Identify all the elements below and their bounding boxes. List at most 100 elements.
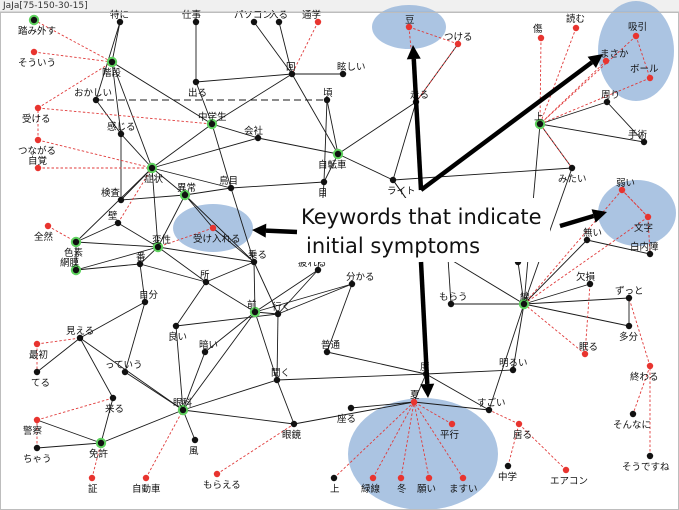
node-label-hairu: 入る (269, 10, 288, 21)
annotation-line-1: Keywords that indicate (301, 205, 542, 229)
edge-do-akarui (425, 369, 514, 375)
node-gankyou: 眼鏡 (282, 420, 302, 441)
node-chau: ちゃう (23, 444, 52, 465)
annotation-line-2: initial symptoms (306, 234, 480, 258)
node-ganka: 眼科 (173, 397, 193, 416)
node-dot-moraeru (213, 470, 221, 478)
edge-fumihazusu-kaidan (33, 19, 113, 63)
node-label-akarui: 明るい (499, 358, 528, 369)
node-label-torime: 鳥目 (219, 175, 238, 187)
node-dot-jou (330, 474, 338, 482)
node-dot-negai (425, 474, 433, 482)
node-label-masaka: まさか (600, 49, 629, 60)
node-dot-jikaku (34, 164, 42, 172)
callout-arrow-shaft (419, 60, 594, 192)
node-dot-itteiu (121, 368, 129, 376)
node-label-jou: 上 (330, 484, 340, 495)
node-dot-muri (583, 236, 591, 244)
edge-eakon-iru (518, 423, 567, 471)
node-kizu: 傷 (533, 23, 545, 42)
node-label-yomu: 読む (566, 13, 585, 25)
node-akashi: 証 (88, 474, 98, 495)
node-dot-iku (274, 310, 282, 318)
edge-hashiru-raito (392, 101, 417, 181)
node-torime: 鳥目 (219, 175, 238, 192)
edge-tokoro-mae (205, 281, 256, 313)
node-kai: 回 (286, 62, 296, 78)
node-dot-shigoto (192, 18, 200, 26)
node-kanjiru: 感じる (107, 121, 136, 138)
callout-arrow-shaft (265, 228, 298, 235)
edge-ryokusen-natsu (372, 401, 415, 479)
edge-kiku-do (276, 373, 427, 381)
node-ryokusen: 緑線 (361, 474, 381, 495)
node-label-shoujou: 症状 (144, 173, 164, 185)
node-dot-fuyu (397, 474, 405, 482)
node-dot-soudesune (646, 452, 654, 460)
node-heikou: 平行 (440, 420, 460, 441)
node-label-tsunagaru: つながる (18, 145, 56, 157)
node-dot-mame (405, 23, 413, 31)
node-label-kiku: 聞く (271, 368, 290, 379)
node-shujutsu: 手術 (628, 129, 648, 146)
node-jidousha: 自動車 (132, 474, 161, 495)
edge-itteiu-ganka (124, 371, 184, 411)
node-label-noru: 乗る (248, 249, 267, 261)
node-label-moji: 文字 (634, 222, 653, 234)
edge-natsu-sugoi (413, 401, 490, 411)
callout-arrow-head (252, 223, 267, 238)
node-dot-kaidan (108, 58, 116, 66)
edge-sen-tsurai (517, 261, 525, 305)
edge-ganka-mae (182, 311, 256, 411)
node-dot-shoujou (148, 164, 156, 172)
callout-arrow-head (420, 383, 435, 398)
edge-ue-shujutsu (539, 123, 645, 143)
node-natsu: 夏 (410, 390, 420, 406)
node-label-chuugaku: 中学 (498, 471, 517, 483)
callout-arrow-1 (406, 45, 424, 191)
node-dot-natsu (410, 398, 418, 406)
node-label-hashiru: 走る (410, 90, 429, 101)
callout-arrow-shaft (418, 261, 430, 385)
node-sen: 線 (518, 291, 530, 310)
edge-heikou-natsu (413, 401, 453, 425)
node-dot-moumaku (72, 266, 80, 274)
node-mitai: みたい (558, 164, 587, 185)
node-label-kaisha: 会社 (244, 125, 264, 137)
node-label-mae: 前 (247, 299, 257, 311)
node-nemuru: 眠る (579, 342, 598, 358)
node-dot-tokuni (116, 18, 124, 26)
edge-jidousha-ganka (145, 409, 184, 479)
node-dot-shikiso (72, 238, 80, 246)
edge-shoujou-henka (151, 167, 159, 248)
node-label-sen: 線 (520, 291, 530, 303)
node-zenzen: 全然 (34, 222, 54, 243)
node-kaidan: 階段 (102, 56, 122, 79)
node-label-shigoto: 仕事 (182, 9, 202, 21)
node-dot-tokoro (202, 278, 210, 286)
node-label-keson: 欠損 (576, 271, 596, 283)
node-kensa: 検査 (101, 187, 125, 204)
node-teru: てる (31, 368, 50, 389)
node-sonnani: そんなに (613, 410, 651, 431)
edge-kaisha-shoujou (151, 137, 259, 169)
node-hairu: 入る (269, 10, 288, 26)
window-title: JaJa[75-150-30-15] (3, 1, 88, 11)
edge-wakaru-mae (254, 283, 353, 313)
edge-do-natsu (413, 373, 427, 403)
node-label-chuugakusei: 中学生 (198, 111, 227, 123)
callout-arrow-3 (418, 261, 435, 398)
edge-yoi-ganka (175, 325, 184, 411)
node-label-ban: 番 (136, 251, 146, 263)
node-dot-tsukeru (454, 40, 462, 48)
edge-kurai-ganka (182, 351, 206, 411)
node-dot-yowai (618, 186, 626, 194)
node-label-wakaru: 分かる (346, 272, 375, 283)
edge-iku-yoi (175, 313, 279, 327)
node-dot-gankyou (290, 420, 298, 428)
node-dot-akarui (509, 366, 517, 374)
node-dot-noru (250, 258, 258, 266)
node-label-jitensha: 自転車 (318, 159, 347, 171)
node-suwaru: 座る (337, 404, 356, 425)
node-zutto: ずっと (615, 286, 644, 302)
